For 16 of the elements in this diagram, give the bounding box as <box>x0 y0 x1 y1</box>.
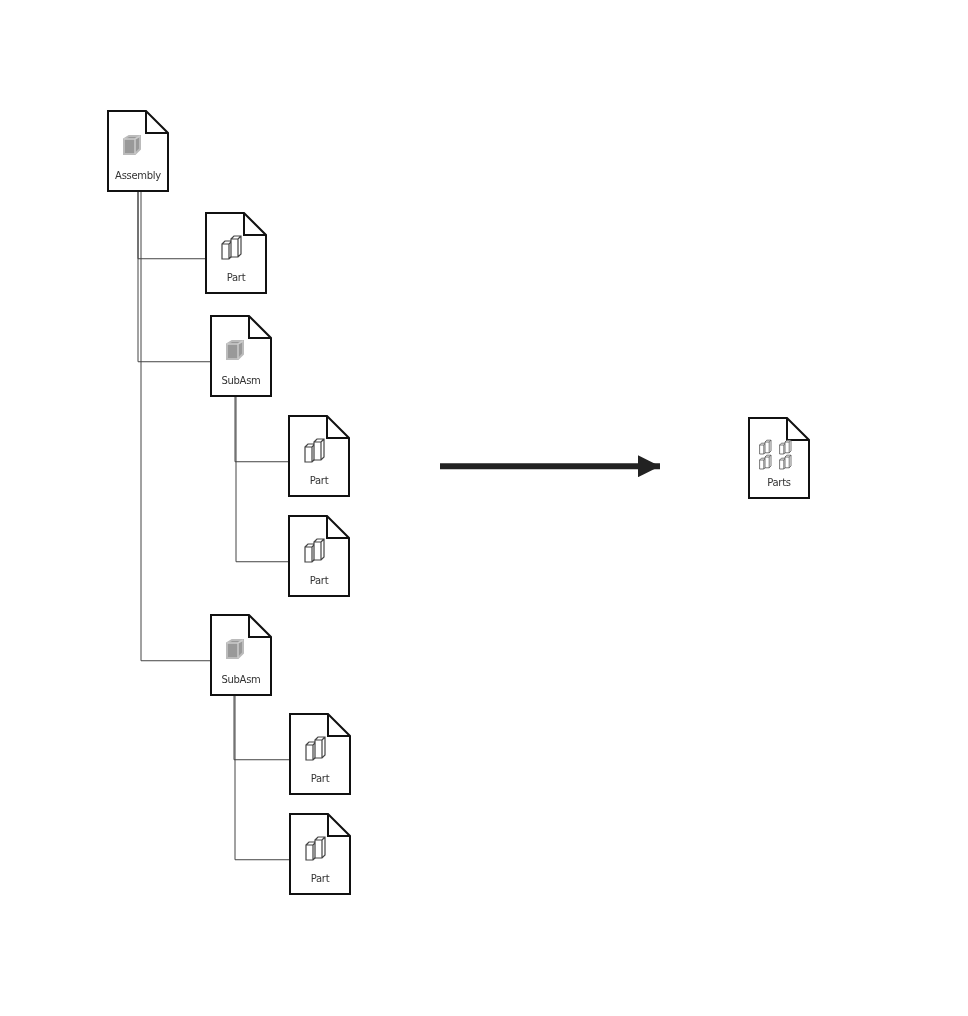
tree-connector <box>233 695 290 761</box>
node-label: SubAsm <box>220 674 262 685</box>
node-label: Assembly <box>114 170 162 181</box>
tree-connector <box>234 695 290 861</box>
node-label: Part <box>308 475 330 486</box>
tree-connector <box>137 191 211 363</box>
node-label: Part <box>309 773 331 784</box>
node-label: Part <box>309 873 331 884</box>
node-label: SubAsm <box>220 375 262 386</box>
tree-connector <box>140 191 211 662</box>
tree-connector <box>235 396 289 563</box>
node-label: Parts <box>766 477 792 488</box>
node-label: Part <box>308 575 330 586</box>
arrow <box>440 455 660 478</box>
tree-connector <box>234 396 289 463</box>
node-label: Part <box>225 272 247 283</box>
